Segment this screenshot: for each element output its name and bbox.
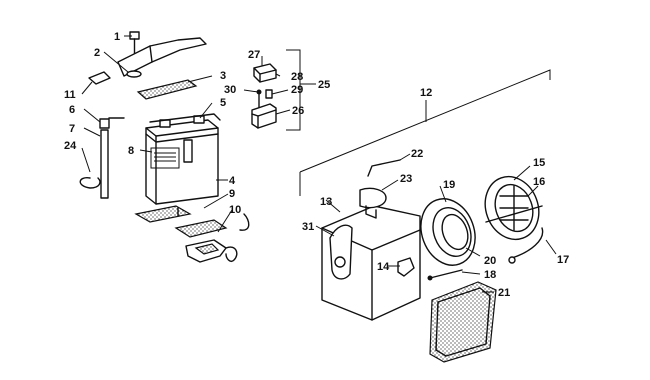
cable-part: [185, 213, 250, 263]
cord-part: [508, 227, 544, 264]
gasket-part: [429, 281, 497, 363]
callout-8: 8: [128, 145, 134, 157]
callout-25: 25: [318, 79, 330, 91]
callout-19: 19: [443, 179, 455, 191]
hose-part: [367, 159, 401, 177]
battery-pad-part: [134, 205, 228, 238]
fuse-holder-part: [251, 103, 277, 129]
tank-part: [321, 187, 421, 321]
callout-31: 31: [302, 221, 314, 233]
clamp-part: [79, 177, 101, 189]
callout-29: 29: [291, 84, 303, 96]
callout-3: 3: [220, 70, 226, 82]
pad-part: [136, 79, 198, 100]
elbow-part: [397, 257, 415, 277]
callout-9: 9: [229, 188, 235, 200]
callout-5: 5: [220, 97, 226, 109]
callout-27: 27: [248, 49, 260, 61]
callout-12: 12: [420, 87, 432, 99]
callout-28: 28: [291, 71, 303, 83]
callout-4: 4: [229, 175, 236, 187]
battery-case-part: [145, 113, 221, 205]
callout-21: 21: [498, 287, 510, 299]
callout-14: 14: [377, 261, 390, 273]
ring-flange-part: [420, 198, 476, 266]
vent-tube-part: [99, 117, 125, 199]
callout-26: 26: [292, 105, 304, 117]
callout-23: 23: [400, 173, 412, 185]
clip-part: [88, 71, 111, 85]
washer-part: [126, 70, 142, 78]
callout-11: 11: [64, 89, 76, 101]
callout-18: 18: [484, 269, 496, 281]
callout-labels: 1 2 3 4 5 6 7 8 9 10 11 12 13 14 15 16 1…: [64, 31, 569, 299]
callout-22: 22: [411, 148, 423, 160]
callout-7: 7: [69, 123, 75, 135]
leader-lines: [81, 35, 557, 293]
callout-10: 10: [229, 204, 241, 216]
callout-20: 20: [484, 255, 496, 267]
fan-shroud-part: [484, 175, 543, 241]
callout-2: 2: [94, 47, 100, 59]
callout-15: 15: [533, 157, 545, 169]
callout-30: 30: [224, 84, 236, 96]
callout-16: 16: [533, 176, 545, 188]
callout-17: 17: [557, 254, 569, 266]
callout-1: 1: [114, 31, 120, 43]
connector-part: [253, 63, 277, 83]
callout-6: 6: [69, 104, 75, 116]
small-bolt-part: [427, 269, 463, 281]
hold-down-strap-part: [117, 37, 207, 77]
callout-24: 24: [64, 140, 77, 152]
callout-13: 13: [320, 196, 332, 208]
